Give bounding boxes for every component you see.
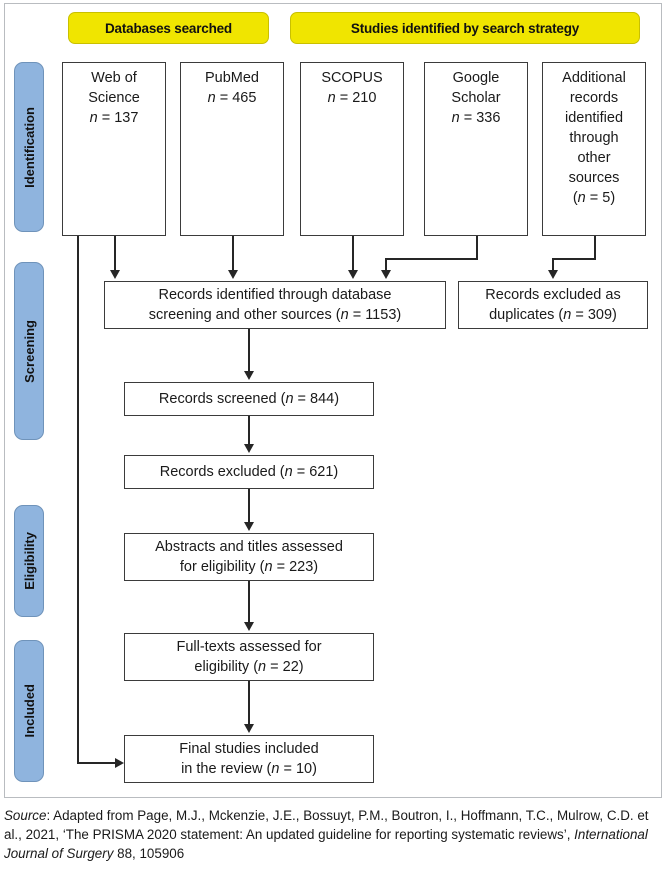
source-box-additional-records: Additional records identified through ot…: [542, 62, 646, 236]
connector-other-to-duplicates: [552, 258, 554, 272]
source-box-scopus: SCOPUS n = 210: [300, 62, 404, 236]
screened-line: Records screened (n = 844): [158, 391, 340, 407]
connector-google-across: [385, 258, 478, 260]
connector-wos-to-identified: [114, 236, 116, 272]
arrow-identified-to-screened: [243, 371, 254, 380]
stage-label-identification: Identification: [14, 62, 44, 232]
connector-scopus-to-identified: [352, 236, 354, 272]
stage-label-included: Included: [14, 640, 44, 782]
banner-databases-label: Databases searched: [105, 20, 232, 36]
google-line1: Google: [452, 70, 500, 86]
step-box-final-studies-included: Final studies included in the review (n …: [124, 735, 374, 783]
fulltext-line2: eligibility (n = 22): [194, 659, 304, 675]
scopus-count: n = 210: [327, 90, 377, 106]
arrow-google-to-identified: [380, 270, 391, 279]
abstracts-line2: for eligibility (n = 223): [179, 559, 319, 575]
connector-excluded-to-abstracts: [248, 489, 250, 524]
arrow-screened-to-excluded: [243, 444, 254, 453]
scopus-line1: SCOPUS: [321, 70, 383, 86]
caption-journal: International Journal of Surgery: [4, 827, 648, 862]
wos-line1: Web of: [91, 70, 137, 86]
arrow-scopus-to-identified: [347, 270, 358, 279]
step-box-records-excluded-duplicates: Records excluded as duplicates (n = 309): [458, 281, 648, 329]
stage-label-eligibility: Eligibility: [14, 505, 44, 617]
wos-line2: Science: [88, 90, 140, 106]
step-box-abstracts-and-titles: Abstracts and titles assessed for eligib…: [124, 533, 374, 581]
arrow-excluded-to-abstracts: [243, 522, 254, 531]
identified-line2: screening and other sources (n = 1153): [148, 307, 402, 323]
step-box-records-excluded: Records excluded (n = 621): [124, 455, 374, 489]
other-line1: Additional: [562, 70, 626, 86]
figure-caption: Source: Adapted from Page, M.J., Mckenzi…: [4, 806, 664, 863]
other-line3: identified: [564, 110, 624, 126]
abstracts-line1: Abstracts and titles assessed: [155, 539, 343, 555]
connector-identified-to-screened: [248, 329, 250, 373]
other-line4: through: [569, 130, 619, 146]
banner-databases-searched: Databases searched: [68, 12, 269, 44]
step-box-full-texts-assessed: Full-texts assessed for eligibility (n =…: [124, 633, 374, 681]
stage-eligibility-text: Eligibility: [21, 532, 37, 590]
identified-line1: Records identified through database: [158, 287, 392, 303]
connector-screened-to-excluded: [248, 416, 250, 446]
connector-pubmed-to-identified: [232, 236, 234, 272]
arrow-abstracts-to-fulltext: [243, 622, 254, 631]
google-count: n = 336: [451, 110, 501, 126]
caption-part2: 88, 105906: [113, 846, 185, 862]
source-box-google-scholar: Google Scholar n = 336: [424, 62, 528, 236]
step-box-records-identified: Records identified through database scre…: [104, 281, 446, 329]
caption-part1: : Adapted from Page, M.J., Mckenzie, J.E…: [4, 808, 649, 843]
connector-google-to-identified: [385, 258, 387, 272]
other-line2: records: [569, 90, 619, 106]
connector-wos-bypass-vertical: [77, 236, 79, 764]
other-line5: other: [577, 150, 611, 166]
excluded-line: Records excluded (n = 621): [159, 464, 339, 480]
connector-abstracts-to-fulltext: [248, 581, 250, 624]
stage-identification-text: Identification: [21, 106, 37, 188]
stage-included-text: Included: [21, 684, 37, 738]
connector-wos-bypass-horizontal: [77, 762, 116, 764]
other-line6: sources: [568, 170, 620, 186]
source-box-web-of-science: Web of Science n = 137: [62, 62, 166, 236]
duplicates-line1: Records excluded as: [485, 287, 621, 303]
final-line1: Final studies included: [179, 741, 319, 757]
arrow-fulltext-to-final: [243, 724, 254, 733]
arrow-bypass-to-final: [115, 758, 124, 768]
google-line2: Scholar: [451, 90, 501, 106]
caption-source-label: Source: [4, 808, 47, 823]
connector-google-down: [476, 236, 478, 260]
duplicates-line2: duplicates (n = 309): [489, 307, 617, 323]
other-count: (n = 5): [572, 190, 616, 206]
connector-fulltext-to-final: [248, 681, 250, 726]
stage-label-screening: Screening: [14, 262, 44, 440]
banner-studies-identified: Studies identified by search strategy: [290, 12, 640, 44]
banner-studies-label: Studies identified by search strategy: [350, 20, 580, 36]
arrow-wos-to-identified: [109, 270, 120, 279]
wos-count: n = 137: [89, 110, 139, 126]
final-line2: in the review (n = 10): [181, 761, 317, 777]
step-box-records-screened: Records screened (n = 844): [124, 382, 374, 416]
arrow-pubmed-to-identified: [227, 270, 238, 279]
connector-other-across: [552, 258, 596, 260]
connector-other-down: [594, 236, 596, 260]
stage-screening-text: Screening: [21, 319, 37, 383]
arrow-other-to-duplicates: [547, 270, 558, 279]
pubmed-count: n = 465: [207, 90, 257, 106]
pubmed-line1: PubMed: [204, 70, 259, 86]
fulltext-line1: Full-texts assessed for: [176, 639, 322, 655]
source-box-pubmed: PubMed n = 465: [180, 62, 284, 236]
